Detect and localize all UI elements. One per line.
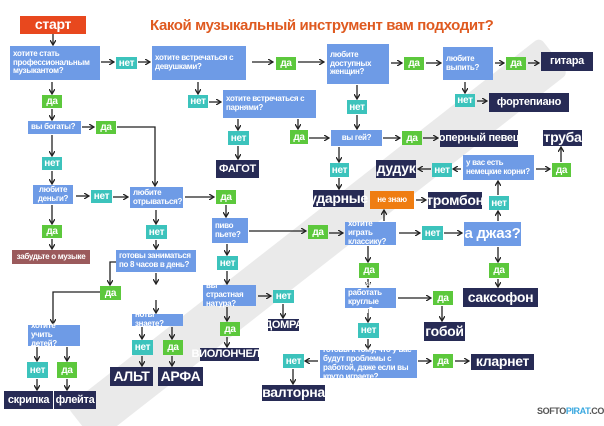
- arrow: [117, 126, 155, 186]
- no-label: нет: [217, 256, 238, 270]
- result-box: ВИОЛОНЧЕЛЬ: [191, 348, 268, 361]
- result-box: ДОМРА: [264, 318, 303, 331]
- no-label: нет: [330, 163, 349, 177]
- site-credit: SOFTOPIRAT.COM: [537, 406, 604, 416]
- result-box: фортепиано: [489, 93, 569, 112]
- question-box: хотите стать профессиональным музыкантом…: [10, 46, 100, 80]
- no-label: нет: [455, 94, 475, 107]
- result-box: ударные: [309, 189, 368, 207]
- result-box: труба: [543, 129, 582, 146]
- question-box: любите доступных женщин?: [327, 44, 389, 84]
- arrow: [53, 291, 100, 324]
- credit-part: PIRAT: [565, 406, 590, 416]
- no-label: нет: [228, 131, 249, 145]
- result-box: скрипка: [4, 391, 53, 409]
- yes-label: да: [42, 95, 62, 108]
- yes-label: да: [42, 225, 62, 238]
- yes-label: да: [96, 121, 116, 134]
- yes-label: да: [276, 57, 296, 70]
- credit-part: .COM: [589, 406, 604, 416]
- no-label: нет: [91, 190, 112, 203]
- no-label: нет: [489, 196, 509, 210]
- yes-label: да: [100, 286, 121, 300]
- forget-music-box: забудьте о музыке: [12, 250, 90, 264]
- yes-label: да: [552, 163, 571, 177]
- dont-know-box: не знаю: [370, 191, 414, 209]
- yes-label: да: [57, 362, 77, 378]
- no-label: нет: [273, 290, 294, 303]
- no-label: нет: [146, 225, 167, 239]
- no-label: нет: [283, 354, 304, 368]
- result-box: гитара: [541, 52, 593, 71]
- no-label: нет: [27, 362, 48, 378]
- no-label: нет: [422, 226, 443, 240]
- credit-part: SOFTO: [537, 406, 566, 416]
- question-box: пиво пьете?: [212, 218, 248, 243]
- result-box: кларнет: [471, 354, 534, 370]
- result-box: АРФА: [158, 367, 203, 386]
- question-box: а джаз?: [464, 222, 521, 246]
- question-box: вы богаты?: [28, 121, 81, 134]
- arrow: [110, 261, 116, 285]
- yes-label: да: [404, 57, 424, 70]
- question-box: хотите встречаться с девушками?: [152, 46, 246, 80]
- start-box: старт: [20, 16, 86, 34]
- yes-label: да: [433, 291, 453, 305]
- result-box: гобой: [424, 322, 465, 341]
- result-box: флейта: [54, 391, 96, 409]
- question-box: вы гей?: [331, 130, 382, 146]
- yes-label: да: [359, 263, 379, 278]
- result-box: тромбон: [426, 191, 484, 209]
- no-label: нет: [432, 163, 452, 177]
- no-label: нет: [358, 323, 379, 338]
- result-box: оперный певец: [439, 130, 520, 147]
- question-box: хотите играть классику?: [345, 219, 396, 246]
- no-label: нет: [188, 95, 208, 108]
- question-box: любите отрываться?: [130, 187, 183, 208]
- question-box: любите деньги?: [33, 185, 73, 204]
- result-box: ФАГОТ: [216, 160, 259, 178]
- yes-label: да: [308, 225, 328, 239]
- question-box: любите выпить?: [443, 47, 493, 80]
- question-box: вы страстная натура?: [203, 281, 256, 308]
- question-box: хотите встречаться с парнями?: [223, 90, 316, 118]
- question-box: готовы к тому, что у вас будут проблемы …: [320, 346, 417, 381]
- yes-label: да: [163, 340, 183, 355]
- question-box: хотите учить детей?: [28, 321, 80, 348]
- question-box: у вас есть немецкие корни?: [463, 155, 534, 180]
- no-label: нет: [42, 157, 62, 170]
- question-box: готовы работать круглые сутки?: [345, 280, 396, 315]
- no-label: нет: [116, 57, 137, 69]
- result-box: саксофон: [463, 288, 538, 307]
- page-title: Какой музыкальный инструмент вам подходи…: [150, 17, 494, 34]
- yes-label: да: [489, 263, 509, 278]
- yes-label: да: [506, 57, 526, 70]
- yes-label: да: [402, 131, 422, 145]
- no-label: нет: [132, 340, 153, 355]
- question-box: ноты знаете?: [132, 310, 183, 328]
- result-box: валторна: [262, 384, 325, 401]
- yes-label: да: [290, 130, 308, 144]
- yes-label: да: [433, 354, 453, 368]
- no-label: нет: [347, 100, 367, 114]
- result-box: АЛЬТ: [110, 367, 153, 386]
- yes-label: да: [220, 322, 240, 336]
- result-box: дудук: [376, 160, 416, 178]
- question-box: готовы заниматься по 8 часов в день?: [116, 250, 196, 272]
- yes-label: да: [216, 190, 236, 204]
